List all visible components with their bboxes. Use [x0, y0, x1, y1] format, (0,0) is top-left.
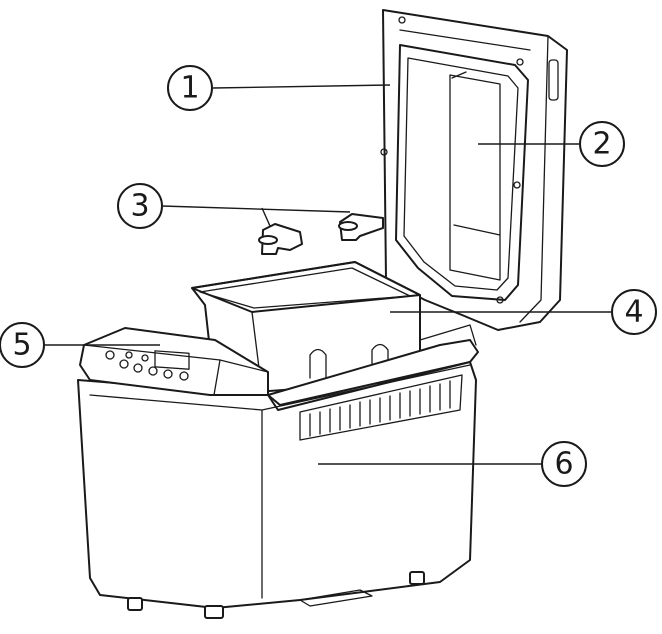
- callout-3-number: 3: [130, 189, 149, 224]
- callout-4-number: 4: [624, 295, 643, 330]
- callout-6-number: 6: [554, 447, 573, 482]
- callout-1-number: 1: [180, 71, 199, 106]
- callout-2-number: 2: [592, 127, 611, 162]
- callout-3: 3: [118, 184, 350, 228]
- kneading-paddles: [259, 214, 383, 254]
- callout-1: 1: [168, 66, 390, 110]
- callout-5-number: 5: [12, 328, 31, 363]
